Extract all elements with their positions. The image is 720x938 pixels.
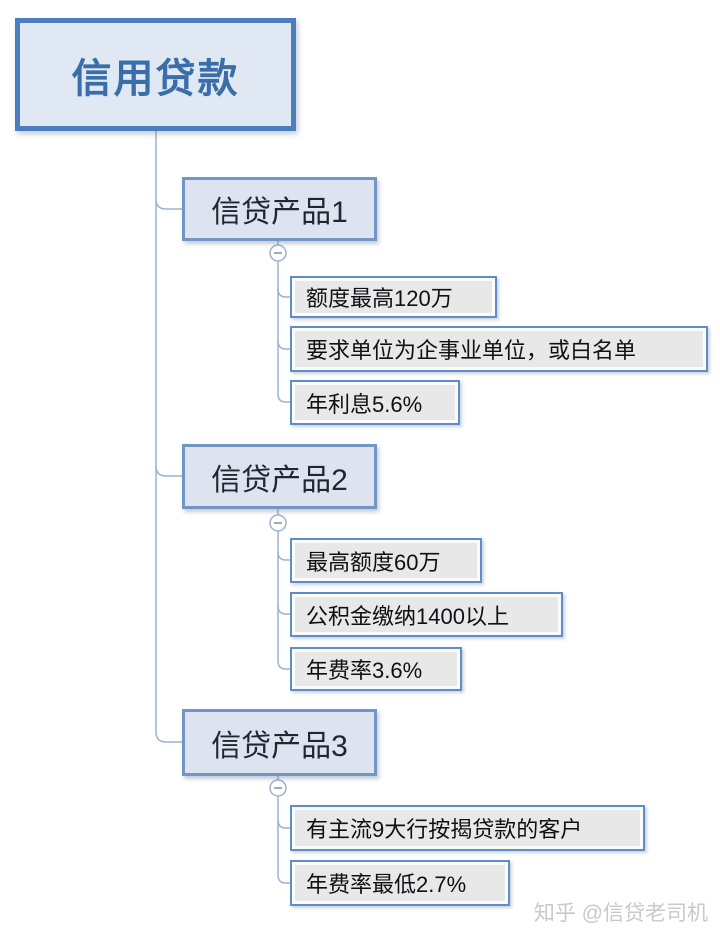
collapse-toggle-branch2[interactable] bbox=[269, 514, 287, 532]
connector-branch1-to-leaf2 bbox=[277, 340, 290, 350]
root-node-credit-loan[interactable]: 信用贷款 bbox=[15, 18, 296, 131]
connector-root-to-branch2 bbox=[155, 465, 182, 477]
connector-root-to-branch3 bbox=[155, 131, 182, 743]
leaf-node-product2-rate[interactable]: 年费率3.6% bbox=[290, 647, 462, 691]
collapse-toggle-branch1[interactable] bbox=[269, 244, 287, 262]
connector-branch3-to-leaf2 bbox=[277, 796, 290, 884]
branch-node-product3[interactable]: 信贷产品3 bbox=[182, 709, 377, 776]
connector-branch2-to-leaf3 bbox=[277, 531, 290, 670]
leaf-node-product2-limit[interactable]: 最高额度60万 bbox=[290, 538, 482, 583]
leaf-node-product1-requirement[interactable]: 要求单位为企事业单位，或白名单 bbox=[290, 326, 708, 372]
connector-branch3-to-leaf1 bbox=[277, 819, 290, 829]
watermark-zhihu: 知乎 @信贷老司机 bbox=[533, 902, 708, 925]
connector-branch1-to-leaf1 bbox=[277, 288, 290, 298]
connector-branch2-to-leaf2 bbox=[277, 605, 290, 615]
leaf-node-product3-requirement[interactable]: 有主流9大行按揭贷款的客户 bbox=[290, 805, 645, 851]
leaf-node-product3-rate[interactable]: 年费率最低2.7% bbox=[290, 860, 510, 906]
branch-node-product1[interactable]: 信贷产品1 bbox=[182, 177, 377, 241]
connector-branch1-to-leaf3 bbox=[277, 261, 290, 403]
collapse-toggle-branch3[interactable] bbox=[269, 779, 287, 797]
leaf-node-product1-limit[interactable]: 额度最高120万 bbox=[290, 276, 497, 318]
leaf-node-product1-rate[interactable]: 年利息5.6% bbox=[290, 380, 460, 425]
connector-root-to-branch1 bbox=[155, 198, 182, 210]
leaf-node-product2-requirement[interactable]: 公积金缴纳1400以上 bbox=[290, 592, 563, 637]
branch-connectors bbox=[155, 131, 290, 884]
connector-branch2-to-leaf1 bbox=[277, 551, 290, 561]
branch-node-product2[interactable]: 信贷产品2 bbox=[182, 444, 377, 509]
